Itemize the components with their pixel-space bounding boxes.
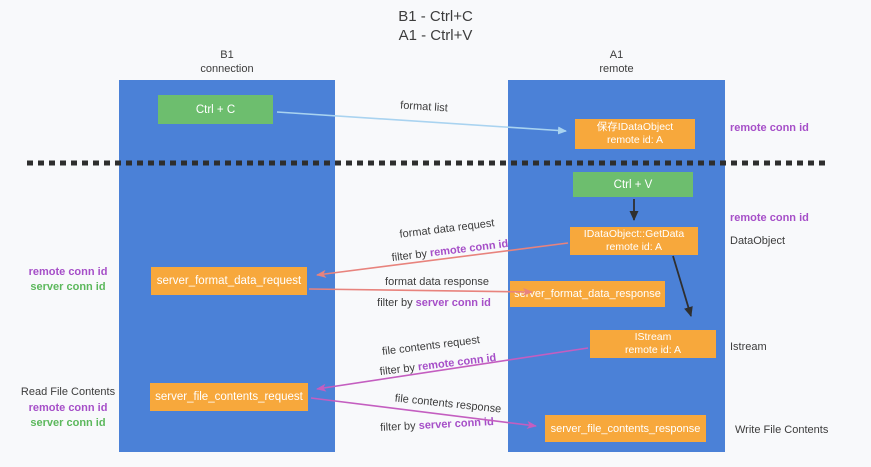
flow-label-format-data-response: format data response xyxy=(385,276,489,288)
lane-header-a1: A1 remote xyxy=(508,48,725,76)
label-file-server-conn-id: server conn id xyxy=(30,417,106,429)
lane-header-a1-name: A1 xyxy=(609,49,624,61)
flow-label-file-contents-request: file contents request xyxy=(381,334,481,358)
title-line-a1: A1 - Ctrl+V xyxy=(398,27,473,44)
flow-label-format-data-request-filter: filter by remote conn id xyxy=(391,238,509,264)
label-group-file-conn-ids: remote conn id server conn id xyxy=(8,401,128,431)
lane-header-a1-role: remote xyxy=(599,63,634,75)
server-conn-id-key: server conn id xyxy=(415,297,491,309)
node-save-idataobject-title: 保存IDataObject xyxy=(596,121,674,133)
filter-by-text: filter by xyxy=(377,297,416,309)
node-istream: IStream remote id: A xyxy=(590,330,716,358)
flow-label-file-contents-response-filter: filter by server conn id xyxy=(380,416,494,434)
label-write-file-contents: Write File Contents xyxy=(735,424,829,436)
node-save-idataobject: 保存IDataObject remote id: A xyxy=(575,119,695,149)
node-istream-remote-id: remote id: A xyxy=(624,344,682,356)
flow-label-file-contents-response: file contents response xyxy=(394,392,502,416)
node-server-format-data-response: server_format_data_response xyxy=(510,281,665,307)
lane-header-b1-role: connection xyxy=(200,63,254,75)
lane-header-b1: B1 connection xyxy=(119,48,335,76)
flow-label-format-data-response-filter: filter by server conn id xyxy=(377,297,491,309)
node-ctrl-v: Ctrl + V xyxy=(573,172,693,197)
flow-label-format-list: format list xyxy=(399,99,449,115)
label-dataobject: DataObject xyxy=(730,235,786,247)
flow-label-format-data-request: format data request xyxy=(398,217,496,241)
label-group-format-conn-ids: remote conn id server conn id xyxy=(8,265,128,295)
node-save-idataobject-remote-id: remote id: A xyxy=(606,134,664,146)
label-format-server-conn-id: server conn id xyxy=(30,281,106,293)
remote-conn-id-key: remote conn id xyxy=(429,237,509,260)
node-idataobject-getdata: IDataObject::GetData remote id: A xyxy=(570,227,698,255)
lane-header-b1-name: B1 xyxy=(220,49,234,61)
node-server-file-contents-response: server_file_contents_response xyxy=(545,415,706,442)
node-server-file-contents-request: server_file_contents_request xyxy=(150,383,308,411)
label-remote-conn-id-mid: remote conn id xyxy=(730,212,809,224)
label-read-file-contents: Read File Contents xyxy=(20,386,116,398)
node-getdata-title: IDataObject::GetData xyxy=(583,228,685,240)
label-istream: Istream xyxy=(730,341,767,353)
label-format-remote-conn-id: remote conn id xyxy=(28,266,108,278)
remote-conn-id-key: remote conn id xyxy=(417,351,497,374)
server-conn-id-key: server conn id xyxy=(418,416,495,432)
node-istream-title: IStream xyxy=(634,331,672,343)
title-line-b1: B1 - Ctrl+C xyxy=(398,8,473,25)
filter-by-text: filter by xyxy=(391,247,431,265)
label-file-remote-conn-id: remote conn id xyxy=(28,402,108,414)
node-ctrl-c: Ctrl + C xyxy=(158,95,273,124)
diagram-title: B1 - Ctrl+C A1 - Ctrl+V xyxy=(0,7,871,45)
label-remote-conn-id-top: remote conn id xyxy=(730,122,809,134)
arrow-format-data-response xyxy=(308,287,533,296)
node-server-format-data-request: server_format_data_request xyxy=(151,267,307,295)
node-getdata-remote-id: remote id: A xyxy=(605,241,663,253)
filter-by-text: filter by xyxy=(379,361,419,379)
filter-by-text: filter by xyxy=(379,419,419,434)
